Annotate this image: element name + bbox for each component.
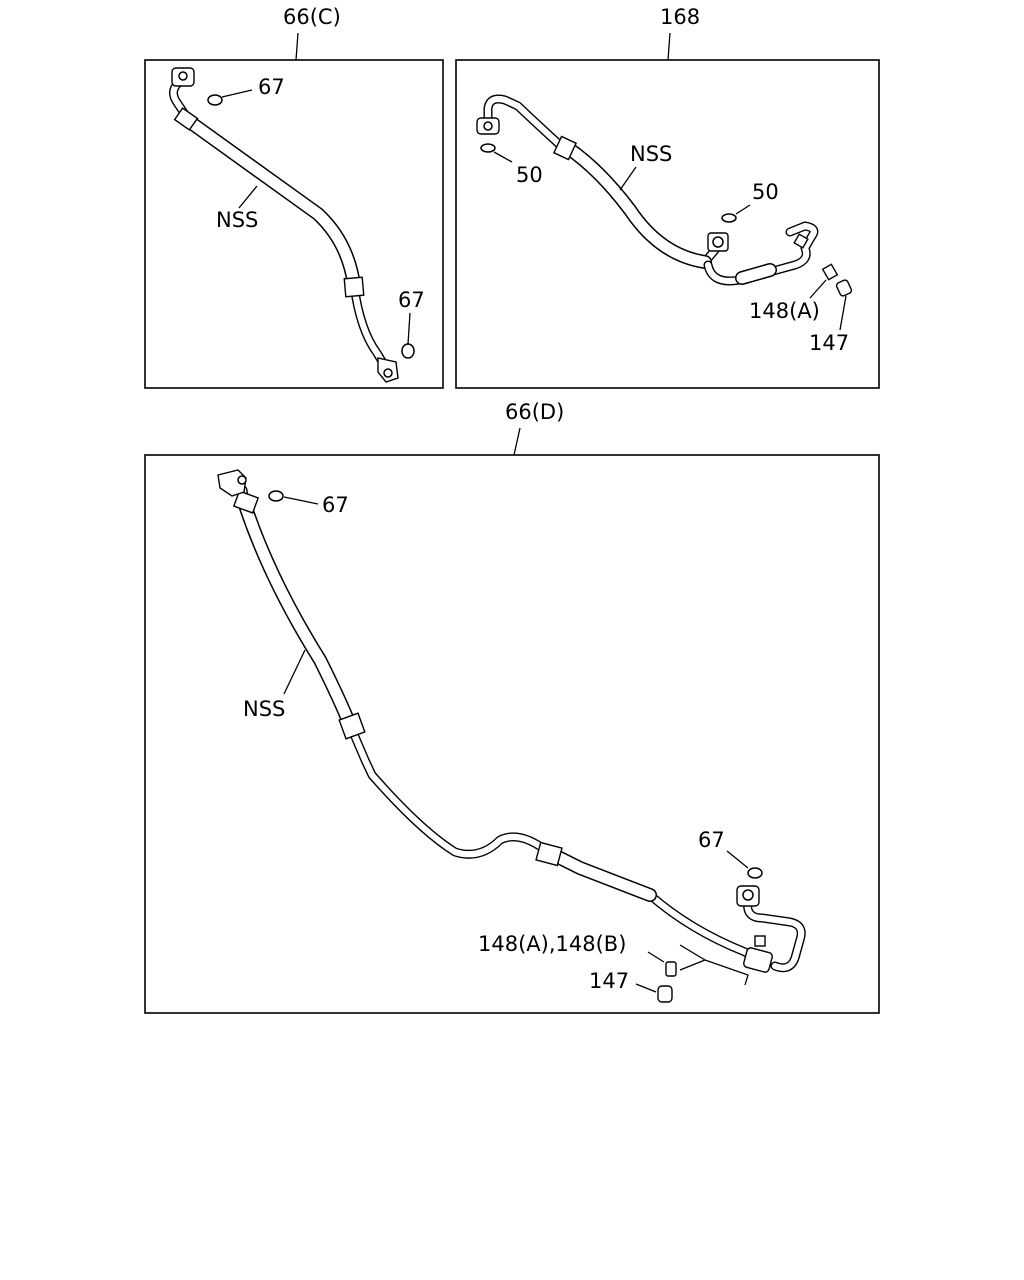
panel-168-title: 168 — [660, 5, 700, 29]
oring-50-right-label: 50 — [752, 180, 779, 204]
panel-66d-title: 66(D) — [505, 400, 564, 424]
panel-66d-frame — [144, 454, 880, 1014]
panel-66d-title-leader — [513, 427, 521, 456]
bolt-148a-label: 148(A) — [749, 299, 820, 323]
oring-67-right-label: 67 — [698, 828, 725, 852]
nut-147-label-d: 147 — [589, 969, 629, 993]
panel-66c-frame — [144, 59, 444, 389]
panel-168: 168 50 NSS 50 148 — [455, 5, 880, 389]
hose-nss-label: NSS — [216, 208, 258, 232]
oring-67-top-d-label: 67 — [322, 493, 349, 517]
hose-assembly-66c — [169, 67, 399, 383]
oring-50-right — [721, 213, 737, 223]
panel-66c-title: 66(C) — [283, 5, 341, 29]
panel-168-frame — [455, 59, 880, 389]
oring-50-left-label: 50 — [516, 163, 543, 187]
oring-67-bottom — [401, 343, 415, 359]
hose-nss-label-d: NSS — [243, 697, 285, 721]
hose-assembly-168 — [476, 94, 853, 297]
hose-nss-label-168: NSS — [630, 142, 672, 166]
panel-66d: 66(D) 67 NSS 67 — [144, 400, 880, 1014]
bolt-148ab-label: 148(A),148(B) — [478, 932, 626, 956]
oring-67-bottom-label: 67 — [398, 288, 425, 312]
panel-168-title-leader — [667, 32, 671, 61]
nut-147-label: 147 — [809, 331, 849, 355]
hose-assembly-66d — [217, 469, 806, 973]
panel-66c: 66(C) 67 NSS 67 — [144, 5, 444, 389]
oring-67-top — [207, 94, 223, 106]
bolt-148 — [665, 961, 677, 977]
oring-67-top-label: 67 — [258, 75, 285, 99]
oring-67-right — [747, 867, 763, 879]
nut-147 — [657, 985, 673, 1003]
panel-66c-title-leader — [295, 32, 299, 61]
oring-50-left — [480, 143, 496, 153]
oring-67-top-d — [268, 490, 284, 502]
